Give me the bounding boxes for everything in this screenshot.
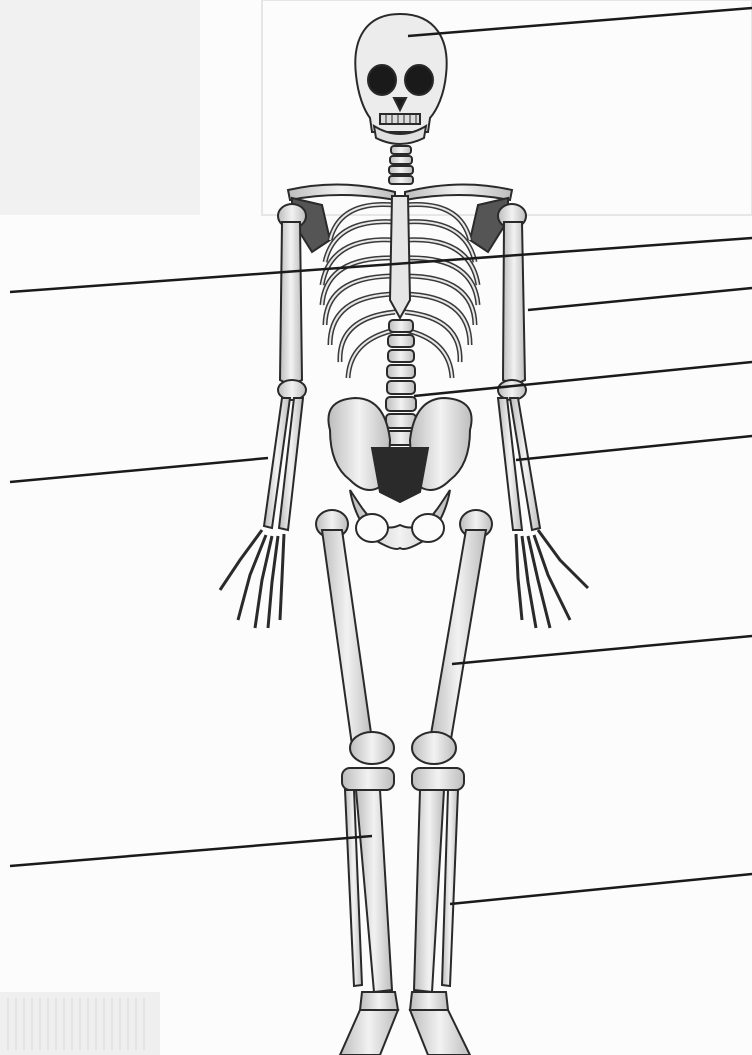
leader-line-femur — [452, 636, 752, 664]
foot-left — [410, 992, 470, 1055]
femur-left — [412, 510, 492, 764]
femur-right — [316, 510, 394, 764]
leader-line-forearm-right — [10, 458, 268, 482]
leader-line-humerus — [528, 288, 752, 310]
forearm-left — [498, 380, 540, 530]
leader-line-vertebral-column — [414, 362, 752, 396]
hand-left — [516, 530, 588, 628]
hand-right — [220, 530, 284, 628]
skeleton — [220, 14, 588, 1055]
foot-right — [340, 992, 398, 1055]
vertebral-column — [386, 320, 416, 445]
cervical-vertebrae — [389, 146, 413, 184]
leader-line-fibula — [450, 874, 752, 904]
lower-leg-left — [412, 768, 464, 992]
forearm-right — [264, 380, 306, 530]
lower-leg-right — [342, 768, 394, 992]
sternum — [390, 196, 410, 318]
leader-line-tibia-right — [10, 836, 372, 866]
leader-line-rib-cage — [10, 238, 752, 292]
leader-line-skull — [408, 8, 752, 36]
leader-line-forearm-left — [516, 436, 752, 460]
